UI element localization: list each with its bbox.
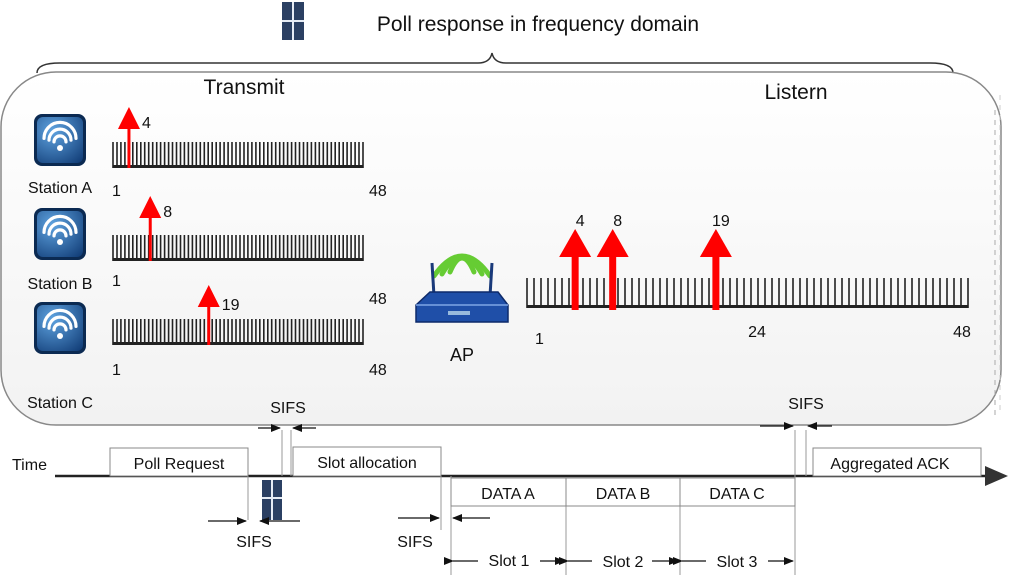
subcarrier-comb xyxy=(112,142,364,168)
aggregated-ack-frame xyxy=(812,447,982,477)
subcarrier-comb xyxy=(112,235,364,261)
data-b-label: DATA B xyxy=(596,486,651,503)
subcarrier-label: 8 xyxy=(163,204,172,221)
station-name: Station C xyxy=(27,395,93,412)
frequency-domain-panel xyxy=(0,71,1002,426)
sifs-label-1: SIFS xyxy=(270,400,306,417)
slot-allocation-label: Slot allocation xyxy=(317,455,417,472)
subcarrier-label: 19 xyxy=(222,297,240,314)
received-arrow-3 xyxy=(699,229,732,310)
comb-start-label: 1 xyxy=(112,362,121,379)
slot-2-label: Slot 2 xyxy=(603,554,644,571)
subcarrier-arrow xyxy=(117,107,140,168)
subcarrier-arrow xyxy=(197,285,220,345)
aggregated-ack-label: Aggregated ACK xyxy=(830,456,950,473)
title-brace xyxy=(36,52,954,74)
comb-start-label: 1 xyxy=(112,183,121,200)
station-a: Station A 4 1 48 xyxy=(28,107,387,200)
received-label-3: 19 xyxy=(712,213,730,230)
frame-icon-timeline xyxy=(262,480,282,520)
comb-end-label: 48 xyxy=(369,183,387,200)
sifs-label-4: SIFS xyxy=(788,396,824,413)
sifs-arrows xyxy=(208,422,832,525)
wifi-station-icon xyxy=(34,302,86,354)
data-c-frame xyxy=(679,477,796,507)
diagram-title: Poll response in frequency domain xyxy=(377,13,699,36)
data-c-label: DATA C xyxy=(709,486,764,503)
sifs-label-3: SIFS xyxy=(397,534,433,551)
station-name: Station B xyxy=(28,276,93,293)
timeline: Time Poll Request Slot allocation Aggreg… xyxy=(12,396,1008,575)
data-a-label: DATA A xyxy=(481,486,535,503)
sifs-label-2: SIFS xyxy=(236,534,272,551)
time-label: Time xyxy=(12,457,47,474)
slot-3-label: Slot 3 xyxy=(717,554,758,571)
ap-comb-start-label: 1 xyxy=(535,331,544,348)
subcarrier-comb xyxy=(112,319,364,345)
transmit-heading: Transmit xyxy=(204,76,285,99)
received-label-2: 8 xyxy=(613,213,622,230)
station-name: Station A xyxy=(28,180,92,197)
time-axis-arrowhead xyxy=(985,466,1008,486)
received-arrow-2 xyxy=(596,229,629,310)
wifi-station-icon xyxy=(34,208,86,260)
router-icon xyxy=(415,253,509,323)
ap-comb-mid-label: 24 xyxy=(748,324,766,341)
slot-1-label: Slot 1 xyxy=(489,553,530,570)
received-arrow-1 xyxy=(559,229,592,310)
poll-request-label: Poll Request xyxy=(134,456,225,473)
frame-icon-top xyxy=(282,2,304,40)
ap-comb-end-label: 48 xyxy=(953,324,971,341)
comb-end-label: 48 xyxy=(369,291,387,308)
received-label-1: 4 xyxy=(576,213,585,230)
station-c: Station C 19 1 48 xyxy=(27,285,387,412)
listen-heading: Listern xyxy=(764,81,827,104)
comb-start-label: 1 xyxy=(112,273,121,290)
station-b: Station B 8 1 48 xyxy=(28,196,387,308)
ap-label: AP xyxy=(450,345,474,365)
subcarrier-arrow xyxy=(139,196,162,261)
subcarrier-label: 4 xyxy=(142,115,151,132)
wifi-station-icon xyxy=(34,114,86,166)
slot-allocation-frame xyxy=(292,446,442,477)
comb-end-label: 48 xyxy=(369,362,387,379)
poll-request-frame xyxy=(109,447,249,477)
data-a-frame xyxy=(450,477,567,507)
data-b-frame xyxy=(565,477,681,507)
